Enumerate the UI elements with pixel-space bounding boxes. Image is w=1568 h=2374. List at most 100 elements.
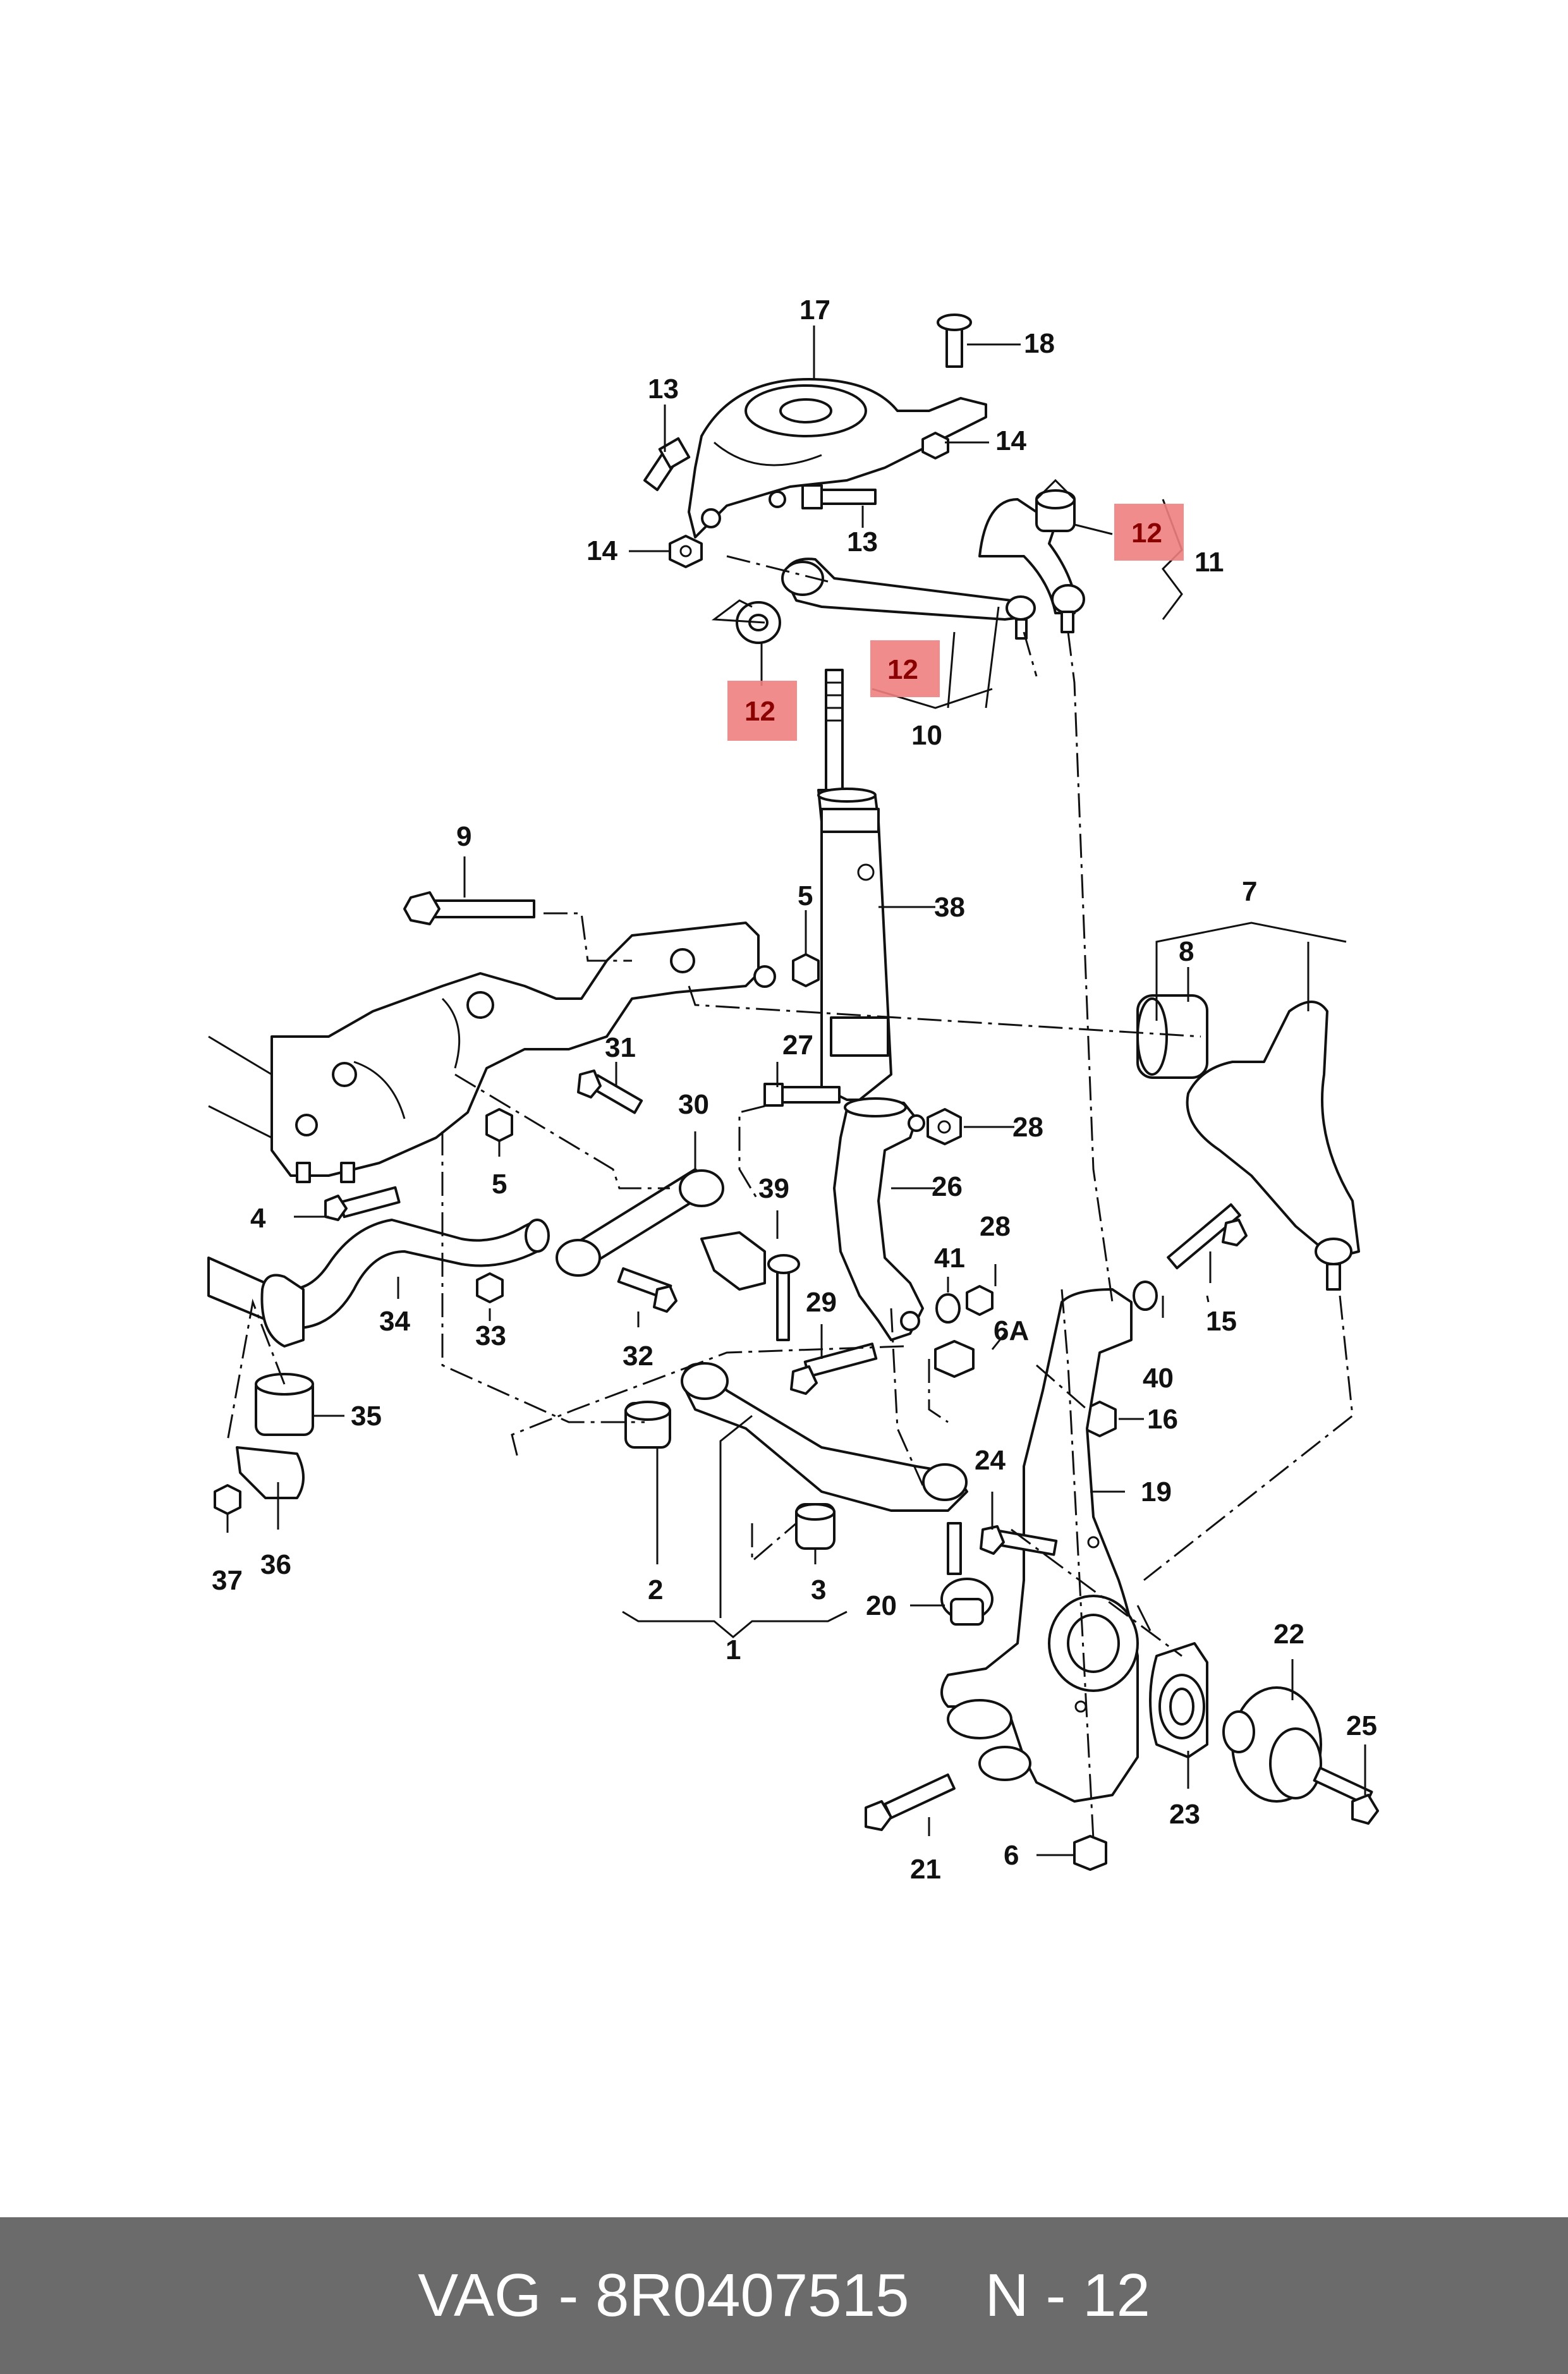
callout-26: 26: [932, 1171, 963, 1202]
nut-5-upper-icon: [792, 953, 820, 987]
lower-control-arm-7: [1186, 1001, 1360, 1291]
callout-22: 22: [1273, 1619, 1304, 1650]
callout-11: 11: [1194, 547, 1224, 578]
bolt-4-icon: [324, 1186, 401, 1221]
callout-29: 29: [806, 1287, 837, 1318]
bushing-3: [795, 1503, 836, 1550]
callout-37: 37: [212, 1565, 243, 1596]
bolt-15-icon: [1167, 1203, 1248, 1270]
callout-28-upper: 28: [1012, 1112, 1043, 1143]
bushing-35: [255, 1373, 314, 1436]
callout-41: 41: [934, 1243, 965, 1274]
callout-19: 19: [1141, 1476, 1172, 1507]
wheel-hub-22: [1222, 1686, 1322, 1803]
bushing-2: [624, 1401, 671, 1449]
callout-9: 9: [456, 821, 471, 852]
callout-13-mid: 13: [847, 527, 878, 557]
callout-14-left: 14: [586, 535, 617, 566]
strut-fork-26: [833, 1097, 925, 1341]
callout-34: 34: [379, 1306, 410, 1337]
nut-6-icon: [1073, 1835, 1107, 1871]
stabilizer-bar-34: [207, 1219, 550, 1348]
assembly-lines: [226, 555, 1354, 1840]
bolt-29-icon: [790, 1342, 878, 1395]
highlighted-callouts: 12 12 12: [727, 504, 1184, 741]
bolt-27-icon: [763, 1083, 841, 1107]
callout-17: 17: [799, 295, 830, 326]
bolt-31-icon: [577, 1069, 643, 1114]
bolt-18-icon: [937, 313, 972, 368]
callout-18: 18: [1024, 328, 1055, 359]
callout-4: 4: [250, 1203, 266, 1234]
callout-6a: 6A: [994, 1315, 1029, 1346]
bolt-13-mid-icon: [801, 484, 877, 509]
bolt-25-icon: [1313, 1767, 1379, 1825]
callout-10: 10: [911, 720, 942, 751]
callout-25: 25: [1346, 1710, 1377, 1741]
bolt-13-left-icon: [643, 437, 691, 491]
lower-link-30: [556, 1168, 724, 1277]
callout-32: 32: [623, 1341, 653, 1372]
callout-1: 1: [726, 1634, 741, 1665]
callout-labels: 17 18 13 14 13 14 11 10 9 5 38 7 8 31 27…: [212, 295, 1377, 1885]
highlight-12-right: 12: [1131, 518, 1162, 549]
callout-5-upper: 5: [798, 880, 813, 911]
callout-28-lower: 28: [980, 1211, 1011, 1242]
callout-40: 40: [1143, 1363, 1174, 1394]
highlight-box-12-left: [727, 681, 797, 741]
callout-6: 6: [1004, 1840, 1019, 1871]
callout-33: 33: [475, 1320, 506, 1351]
callout-36: 36: [260, 1549, 291, 1580]
footer-part-number: VAG - 8R0407515: [418, 2261, 909, 2329]
nut-37-icon: [214, 1484, 241, 1515]
callout-14-right: 14: [995, 425, 1026, 456]
shock-absorber-38: [817, 669, 892, 1101]
nut-5-lower-icon: [485, 1108, 513, 1142]
subframe: [208, 922, 776, 1183]
bushing-8: [1136, 994, 1208, 1079]
nut-6a-icon: [934, 1340, 975, 1378]
upper-control-arm-10: [781, 557, 1036, 640]
callout-7: 7: [1242, 876, 1257, 907]
callout-23: 23: [1169, 1799, 1200, 1830]
strut-mount: [688, 378, 987, 539]
callout-5-lower: 5: [492, 1169, 507, 1200]
footer-bar: VAG - 8R0407515 N - 12: [0, 2217, 1568, 2374]
leader-lines: [226, 326, 1366, 1856]
callout-39: 39: [758, 1173, 789, 1204]
callout-35: 35: [351, 1401, 382, 1432]
lower-control-arm-1: [681, 1362, 968, 1512]
callout-15: 15: [1206, 1306, 1237, 1337]
callout-21: 21: [910, 1854, 941, 1885]
highlight-12-left: 12: [744, 696, 775, 727]
callout-8: 8: [1179, 936, 1194, 967]
bolt-9-icon: [403, 891, 535, 925]
bushing-12-right: [1035, 489, 1076, 532]
bolt-24-icon: [980, 1525, 1058, 1556]
callout-20: 20: [866, 1590, 897, 1621]
nut-33-icon: [476, 1272, 504, 1303]
callout-16: 16: [1147, 1404, 1178, 1435]
ball-joint-20: [940, 1522, 994, 1626]
nut-14-right-icon: [921, 432, 949, 460]
stabilizer-link-39: [700, 1231, 800, 1341]
highlight-12-middle: 12: [887, 654, 918, 685]
callout-3: 3: [811, 1574, 826, 1605]
callout-13-top: 13: [648, 374, 679, 405]
callout-31: 31: [605, 1032, 636, 1063]
callout-2: 2: [648, 1574, 663, 1605]
highlight-box-12-right: [1114, 504, 1184, 561]
footer-reference: N - 12: [985, 2261, 1150, 2329]
washer-40-icon: [1133, 1281, 1158, 1311]
highlight-box-12-middle: [870, 640, 940, 697]
callout-27: 27: [782, 1030, 813, 1061]
washer-41-icon: [935, 1293, 961, 1324]
callout-30: 30: [678, 1089, 709, 1120]
callout-24: 24: [975, 1445, 1006, 1476]
nut-14-left-icon: [669, 535, 703, 568]
hub-bearing-23: [1149, 1642, 1208, 1758]
bolt-21-icon: [865, 1773, 956, 1831]
bolt-32-icon: [617, 1267, 678, 1313]
nut-28-upper-icon: [927, 1108, 962, 1145]
nut-28-lower-icon: [966, 1285, 994, 1316]
